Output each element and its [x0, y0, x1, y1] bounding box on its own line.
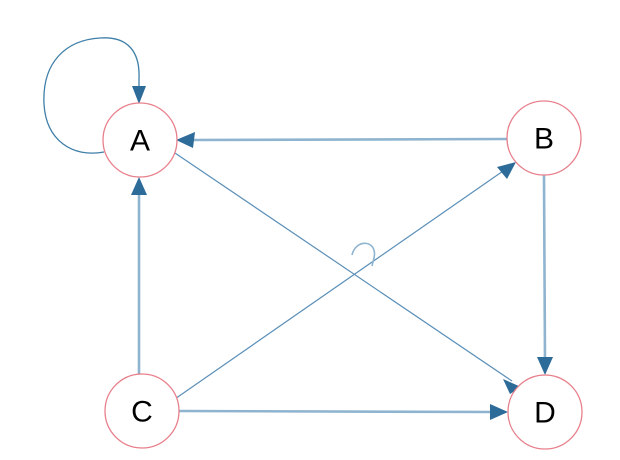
edge-a-to-d[interactable] — [171, 150, 521, 394]
arrowhead-b-to-a — [176, 132, 195, 148]
edge-a-to-d-path — [171, 150, 513, 382]
edge-b-to-d[interactable] — [537, 174, 553, 375]
edge-crossing-hop — [351, 242, 376, 267]
arrowhead-b-to-d — [537, 357, 553, 375]
crossing-hop-arc — [351, 242, 376, 267]
arrowhead-c-to-d — [490, 404, 508, 420]
arrowhead-c-to-a — [131, 177, 147, 195]
arrowhead-c-to-b — [497, 162, 516, 179]
edge-c-to-a[interactable] — [131, 177, 147, 374]
node-a[interactable]: A — [102, 102, 178, 178]
node-c-circle[interactable] — [104, 373, 180, 449]
node-d[interactable]: D — [507, 374, 583, 450]
edge-c-to-d-path — [174, 409, 498, 414]
node-a-circle[interactable] — [102, 102, 178, 178]
arrowhead-a-to-a — [132, 86, 146, 104]
edge-b-to-d-path — [542, 174, 547, 364]
edge-c-to-d[interactable] — [174, 404, 508, 420]
edge-b-to-a[interactable] — [176, 132, 508, 148]
node-c[interactable]: C — [104, 373, 180, 449]
node-d-circle[interactable] — [507, 374, 583, 450]
edge-a-to-a-path — [43, 37, 140, 154]
node-b-label: B — [534, 123, 554, 156]
node-b-circle[interactable] — [506, 100, 582, 176]
node-c-label: C — [131, 396, 153, 429]
edge-c-to-b[interactable] — [171, 162, 516, 402]
arrowhead-a-to-d — [503, 379, 521, 394]
edge-c-to-b-path — [171, 168, 507, 402]
node-d-label: D — [534, 397, 556, 430]
edge-a-to-a-selfloop[interactable] — [43, 37, 146, 154]
node-b[interactable]: B — [506, 100, 582, 176]
edge-b-to-a-path — [187, 137, 508, 142]
node-a-label: A — [130, 125, 150, 158]
